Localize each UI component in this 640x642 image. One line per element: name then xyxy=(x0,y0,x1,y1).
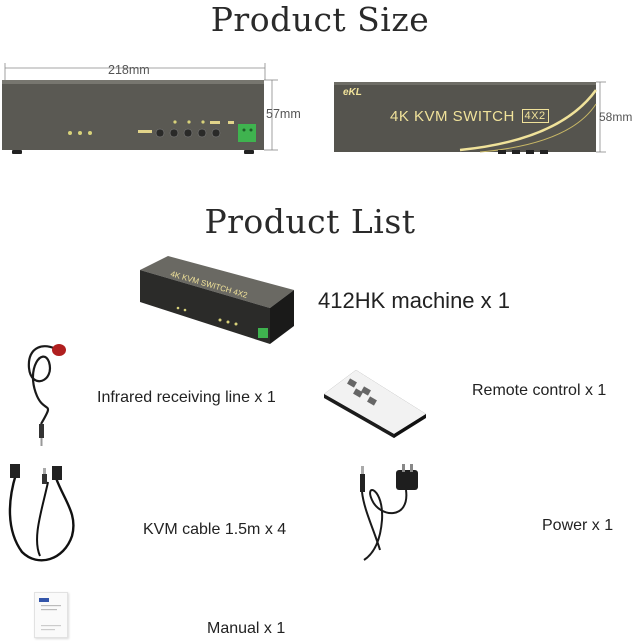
width-dimension-label: 218mm xyxy=(108,63,150,77)
power-adapter-image xyxy=(350,460,430,570)
brand-logo: eKL xyxy=(343,87,362,98)
manual-image xyxy=(34,592,68,638)
side-view-graphic xyxy=(334,81,606,154)
product-size-title: Product Size xyxy=(210,0,430,39)
side-height-label: 58mm xyxy=(599,110,633,124)
product-list-title: Product List xyxy=(204,202,416,241)
front-height-label: 57mm xyxy=(266,107,301,121)
manual-graphic xyxy=(39,598,61,631)
power-adapter-graphic xyxy=(360,464,418,561)
ir-line-image xyxy=(15,338,75,448)
kvm-machine-graphic: 4K KVM SWITCH 4X2 xyxy=(140,256,294,344)
kvm-machine-image: 4K KVM SWITCH 4X2 xyxy=(130,248,300,348)
item-label-kvm-machine: 412HK machine x 1 xyxy=(318,288,510,313)
front-view-diagram xyxy=(0,60,300,160)
kvm-cable-image xyxy=(2,460,80,570)
remote-control-graphic xyxy=(324,370,426,438)
side-view-diagram xyxy=(330,78,610,158)
ir-line-graphic xyxy=(27,344,66,446)
item-label-power: Power x 1 xyxy=(542,517,614,534)
item-label-manual: Manual x 1 xyxy=(207,620,286,637)
front-view-graphic xyxy=(2,63,278,154)
device-model-label: 4K KVM SWITCH 4X2 xyxy=(390,108,549,125)
item-label-ir-line: Infrared receiving line x 1 xyxy=(97,389,276,406)
item-label-remote: Remote control x 1 xyxy=(472,382,607,399)
item-label-kvm-cable: KVM cable 1.5m x 4 xyxy=(143,521,287,538)
remote-control-image xyxy=(320,366,430,438)
kvm-cable-graphic xyxy=(8,464,75,562)
device-model-text: 4K KVM SWITCH xyxy=(390,108,515,125)
device-config-badge: 4X2 xyxy=(521,109,549,123)
